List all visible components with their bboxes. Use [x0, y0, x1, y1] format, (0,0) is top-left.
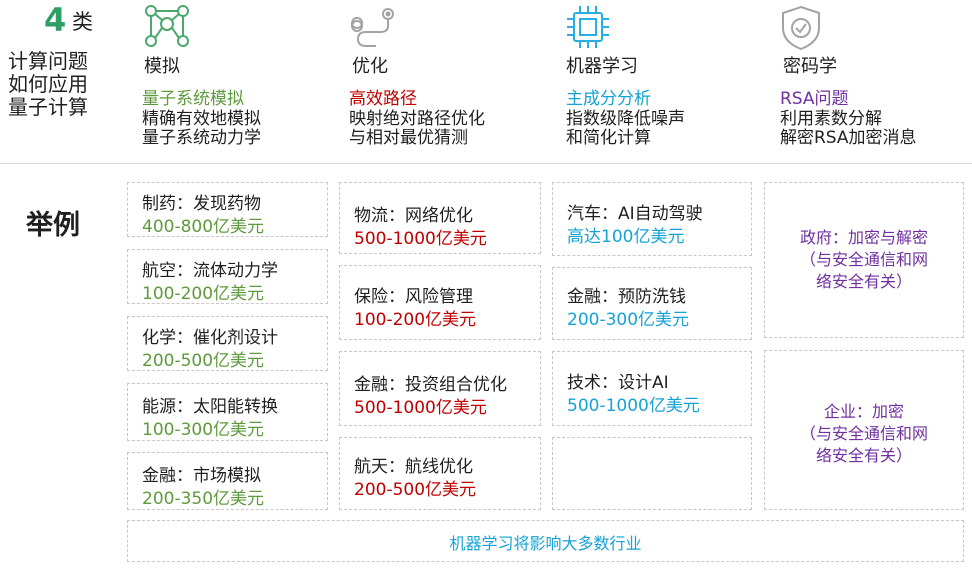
example-industry: 金融：预防洗钱: [567, 287, 686, 307]
category-highlight-optimization: 高效路径: [349, 89, 417, 109]
example-box-cryptography-enterprise: 企业：加密 （与安全通信和网 络安全有关）: [764, 350, 964, 510]
example-box-optimization-1: 物流：网络优化 500-1000亿美元: [339, 182, 541, 254]
left-title-line-1: 计算问题: [8, 49, 88, 73]
category-line-cryptography-1: 利用素数分解: [780, 108, 882, 129]
category-highlight-simulation: 量子系统模拟: [142, 89, 244, 109]
category-desc-machine-learning: 主成分分析 指数级降低噪声 和简化计算: [566, 89, 685, 149]
header-divider: [0, 163, 972, 164]
example-industry: 金融：市场模拟: [142, 466, 261, 486]
example-industry: 物流：网络优化: [354, 206, 473, 226]
example-industry: 保险：风险管理: [354, 287, 473, 307]
category-highlight-machine-learning: 主成分分析: [566, 89, 651, 109]
example-box-machine-learning-1: 汽车：AI自动驾驶 高达100亿美元: [552, 182, 752, 256]
example-industry: 金融：投资组合优化: [354, 375, 507, 395]
example-box-machine-learning-2: 金融：预防洗钱 200-300亿美元: [552, 267, 752, 340]
example-value: 200-500亿美元: [354, 480, 477, 500]
category-count-suffix: 类: [72, 10, 93, 34]
crypto-line: 络安全有关）: [815, 446, 912, 465]
category-line-optimization-2: 与相对最优猜测: [349, 128, 468, 149]
example-box-simulation-5: 金融：市场模拟 200-350亿美元: [127, 452, 328, 510]
example-value: 100-300亿美元: [142, 420, 265, 440]
crypto-line: 政府：加密与解密: [799, 228, 928, 247]
example-box-simulation-3: 化学：催化剂设计 200-500亿美元: [127, 316, 328, 371]
example-industry: 化学：催化剂设计: [142, 328, 278, 348]
example-value: 500-1000亿美元: [354, 229, 487, 249]
category-highlight-cryptography: RSA问题: [780, 89, 849, 109]
example-value: 100-200亿美元: [354, 310, 477, 330]
example-box-simulation-2: 航空：流体动力学 100-200亿美元: [127, 249, 328, 304]
category-line-simulation-1: 精确有效地模拟: [142, 108, 261, 129]
chip-icon: [565, 4, 615, 54]
example-value: 500-1000亿美元: [567, 396, 700, 416]
left-title: 计算问题 如何应用 量子计算: [8, 50, 88, 119]
example-industry: 航空：流体动力学: [142, 261, 278, 281]
category-title-optimization: 优化: [352, 56, 388, 77]
category-title-cryptography: 密码学: [783, 56, 837, 77]
category-count: 4: [44, 1, 67, 39]
category-line-simulation-2: 量子系统动力学: [142, 128, 261, 149]
crypto-line: （与安全通信和网: [799, 424, 928, 443]
category-title-simulation: 模拟: [144, 56, 180, 77]
footer-text: 机器学习将影响大多数行业: [449, 534, 642, 553]
example-box-optimization-2: 保险：风险管理 100-200亿美元: [339, 265, 541, 340]
example-industry: 能源：太阳能转换: [142, 397, 278, 417]
example-industry: 制药：发现药物: [142, 194, 261, 214]
example-value: 200-500亿美元: [142, 351, 265, 371]
example-value: 500-1000亿美元: [354, 398, 487, 418]
example-box-simulation-4: 能源：太阳能转换 100-300亿美元: [127, 383, 328, 441]
left-title-line-3: 量子计算: [8, 95, 88, 119]
example-value: 200-350亿美元: [142, 489, 265, 509]
example-box-simulation-1: 制药：发现药物 400-800亿美元: [127, 182, 328, 237]
examples-label: 举例: [26, 210, 80, 241]
example-value: 100-200亿美元: [142, 284, 265, 304]
example-industry: 技术：设计AI: [567, 373, 669, 393]
example-box-machine-learning-empty: [552, 437, 752, 510]
left-title-line-2: 如何应用: [8, 72, 88, 96]
category-line-machine-learning-2: 和简化计算: [566, 128, 651, 149]
example-value: 200-300亿美元: [567, 310, 690, 330]
category-line-machine-learning-1: 指数级降低噪声: [566, 108, 685, 129]
example-box-machine-learning-3: 技术：设计AI 500-1000亿美元: [552, 351, 752, 426]
example-value: 高达100亿美元: [567, 227, 685, 247]
crypto-line: 络安全有关）: [815, 272, 912, 291]
example-box-optimization-4: 航天：航线优化 200-500亿美元: [339, 437, 541, 510]
example-box-optimization-3: 金融：投资组合优化 500-1000亿美元: [339, 351, 541, 426]
crypto-line: 企业：加密: [823, 402, 904, 421]
category-line-cryptography-2: 解密RSA加密消息: [780, 128, 917, 149]
category-title-machine-learning: 机器学习: [566, 56, 638, 77]
route-icon: [348, 6, 398, 56]
shield-check-icon: [778, 4, 828, 54]
category-desc-simulation: 量子系统模拟 精确有效地模拟 量子系统动力学: [142, 89, 261, 149]
category-desc-optimization: 高效路径 映射绝对路径优化 与相对最优猜测: [349, 89, 485, 149]
footer-box: 机器学习将影响大多数行业: [127, 520, 964, 562]
example-industry: 汽车：AI自动驾驶: [567, 204, 703, 224]
crypto-line: （与安全通信和网: [799, 250, 928, 269]
category-line-optimization-1: 映射绝对路径优化: [349, 108, 485, 129]
example-value: 400-800亿美元: [142, 217, 265, 237]
category-desc-cryptography: RSA问题 利用素数分解 解密RSA加密消息: [780, 89, 917, 149]
network-icon: [142, 2, 192, 52]
example-industry: 航天：航线优化: [354, 457, 473, 477]
example-box-cryptography-government: 政府：加密与解密 （与安全通信和网 络安全有关）: [764, 182, 964, 338]
